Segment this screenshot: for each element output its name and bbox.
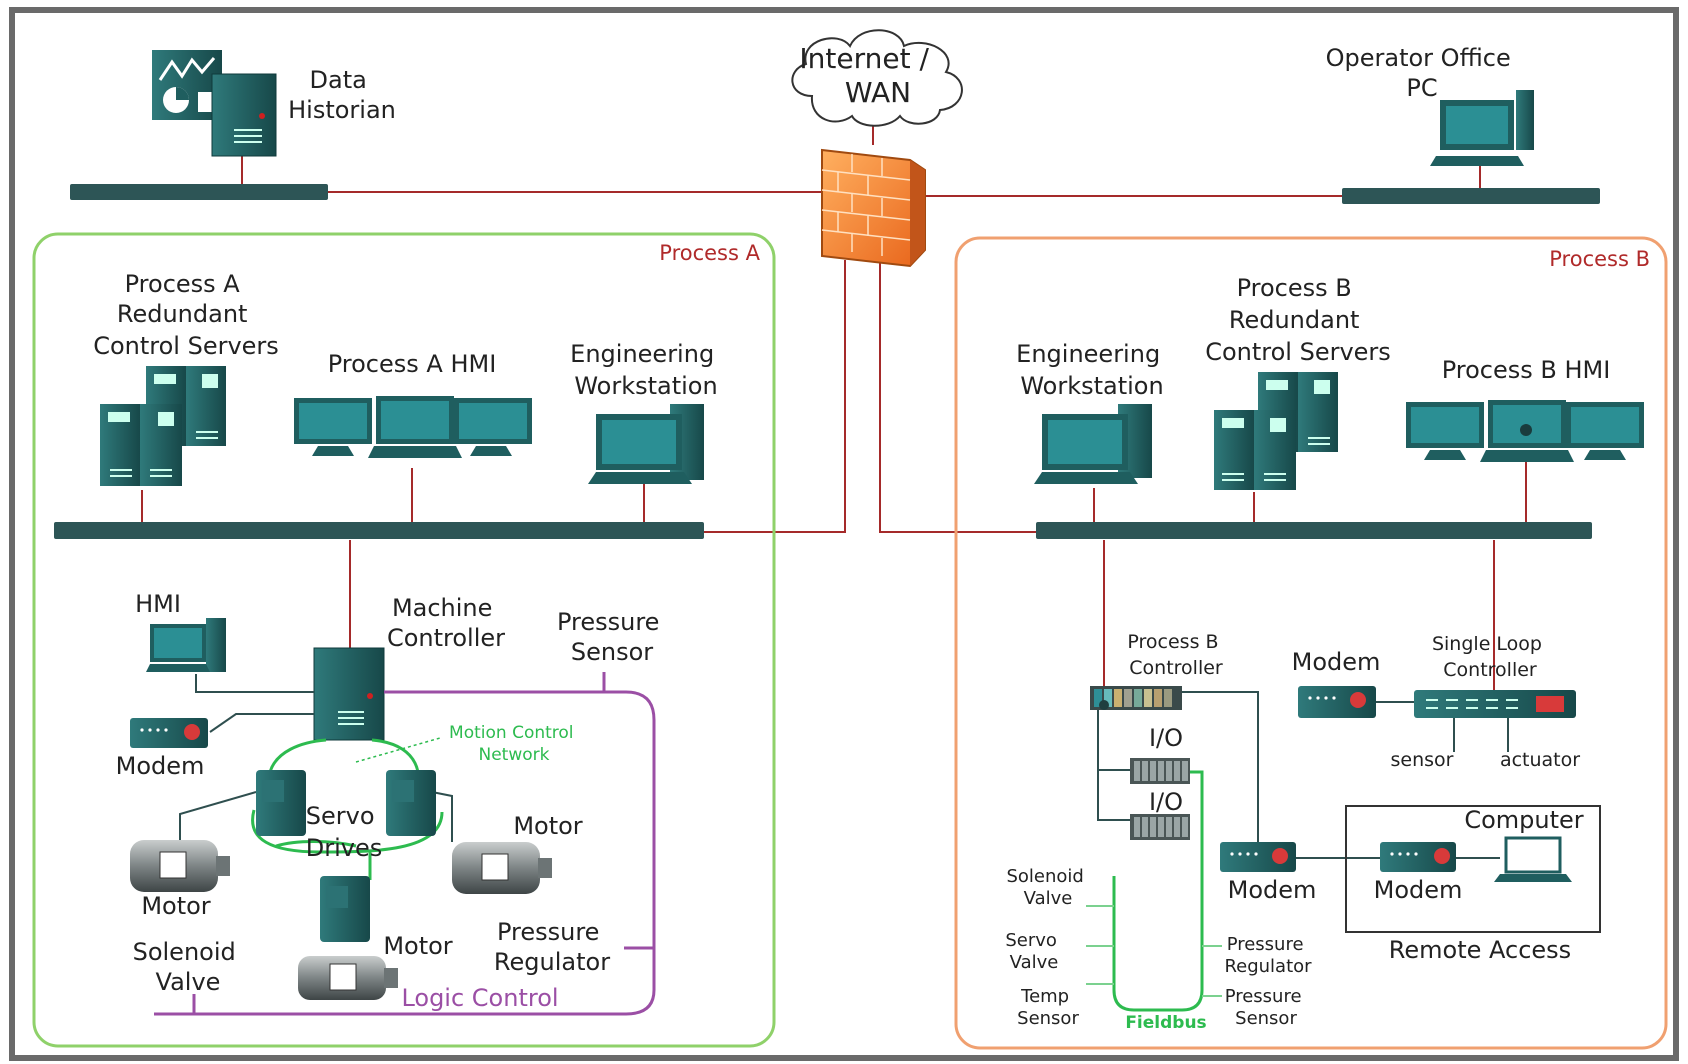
motor-left-label: Motor bbox=[141, 892, 210, 920]
motor-bottom-label: Motor bbox=[383, 932, 452, 960]
modem-bottom-icon bbox=[1220, 842, 1296, 872]
sensor-label: sensor bbox=[1391, 749, 1454, 771]
process-b-servo-valve-label: Servo Valve bbox=[1005, 930, 1062, 973]
firewall-icon bbox=[821, 148, 926, 268]
process-b-temp-sensor-label: Temp Sensor bbox=[1017, 986, 1079, 1029]
process-b-solenoid-label: Solenoid Valve bbox=[1006, 866, 1089, 909]
motion-control-pointer bbox=[355, 737, 441, 763]
process-a-pressure-sensor-label: Pressure Sensor bbox=[557, 608, 667, 666]
remote-access-label: Remote Access bbox=[1389, 936, 1571, 964]
process-a-zone bbox=[32, 232, 776, 1048]
cloud-icon bbox=[791, 29, 963, 127]
operator-pc-icon bbox=[1430, 90, 1534, 166]
process-a-modem-label: Modem bbox=[116, 752, 205, 780]
top-network-lines bbox=[241, 120, 1481, 533]
operator-office-pc-label: Operator Office PC bbox=[1326, 44, 1519, 102]
process-b-workstation-icon bbox=[1034, 404, 1152, 484]
process-a-device-links bbox=[179, 674, 453, 850]
machine-controller-icon bbox=[313, 647, 385, 741]
laptop-icon bbox=[1494, 836, 1572, 882]
single-loop-controller-icon bbox=[1414, 690, 1576, 718]
process-b-hmi-label: Process B HMI bbox=[1442, 356, 1611, 384]
fieldbus-label: Fieldbus bbox=[1125, 1013, 1206, 1033]
machine-controller-label: Machine Controller bbox=[387, 594, 505, 652]
computer-label: Computer bbox=[1464, 806, 1583, 834]
process-b-engineering-label: Engineering Workstation bbox=[1016, 340, 1168, 400]
io-2-label: I/O bbox=[1149, 788, 1183, 816]
process-b-server-icon bbox=[1214, 372, 1338, 490]
data-historian-label: Data Historian bbox=[288, 66, 396, 124]
process-b-modem-bottom-label: Modem bbox=[1228, 876, 1317, 904]
process-b-modem-top-label: Modem bbox=[1292, 648, 1381, 676]
top-left-bus bbox=[70, 184, 328, 200]
process-a-engineering-label: Engineering Workstation bbox=[570, 340, 722, 400]
io-rack-icon bbox=[1130, 758, 1190, 840]
process-a-bus bbox=[54, 522, 704, 539]
remote-modem-label: Modem bbox=[1374, 876, 1463, 904]
logic-control-label: Logic Control bbox=[401, 984, 558, 1012]
modem-icon bbox=[130, 718, 208, 748]
modem-top-icon bbox=[1298, 686, 1376, 718]
process-b-servers-label: Process B Redundant Control Servers bbox=[1205, 274, 1391, 366]
monitor-icon bbox=[294, 396, 532, 458]
servo-drive-icon bbox=[256, 770, 436, 942]
server-icon bbox=[100, 366, 226, 486]
process-a-lines bbox=[141, 468, 645, 648]
process-a-hmi-label: Process A HMI bbox=[328, 350, 497, 378]
remote-access-box bbox=[1345, 805, 1601, 933]
local-hmi-label: HMI bbox=[135, 590, 181, 618]
top-right-bus bbox=[1342, 188, 1600, 204]
process-b-lines bbox=[1093, 462, 1527, 690]
process-a-pressure-regulator-label: Pressure Regulator bbox=[494, 918, 610, 976]
logic-control-network bbox=[154, 672, 656, 1016]
io-1-label: I/O bbox=[1149, 724, 1183, 752]
process-a-solenoid-label: Solenoid Valve bbox=[133, 938, 244, 996]
process-b-pressure-sensor-label: Pressure Sensor bbox=[1225, 986, 1308, 1029]
process-a-zone-title: Process A bbox=[659, 241, 760, 265]
motion-control-label: Motion Control Network bbox=[449, 723, 579, 765]
plc-rack-icon bbox=[1090, 686, 1182, 710]
engineering-workstation-icon bbox=[588, 404, 704, 484]
process-b-monitor-icon bbox=[1406, 400, 1644, 462]
process-a-servers-label: Process A Redundant Control Servers bbox=[93, 270, 279, 360]
remote-modem-icon bbox=[1380, 842, 1456, 872]
servo-drives-label: Servo Drives bbox=[306, 802, 383, 862]
motor-icon bbox=[130, 840, 552, 1000]
actuator-label: actuator bbox=[1500, 749, 1580, 771]
fieldbus-network bbox=[1086, 770, 1222, 1012]
process-b-bus bbox=[1036, 522, 1592, 539]
single-loop-controller-label: Single Loop Controller bbox=[1432, 633, 1548, 681]
process-b-pressure-regulator-label: Pressure Regulator bbox=[1224, 934, 1312, 977]
data-historian-icon bbox=[152, 50, 277, 157]
process-b-zone-title: Process B bbox=[1549, 247, 1650, 271]
motor-right-label: Motor bbox=[513, 812, 582, 840]
process-b-zone bbox=[954, 236, 1668, 1050]
internet-wan-label: Internet / WAN bbox=[799, 42, 936, 109]
local-hmi-icon bbox=[146, 618, 226, 672]
process-b-controller-label: Process B Controller bbox=[1127, 631, 1224, 679]
